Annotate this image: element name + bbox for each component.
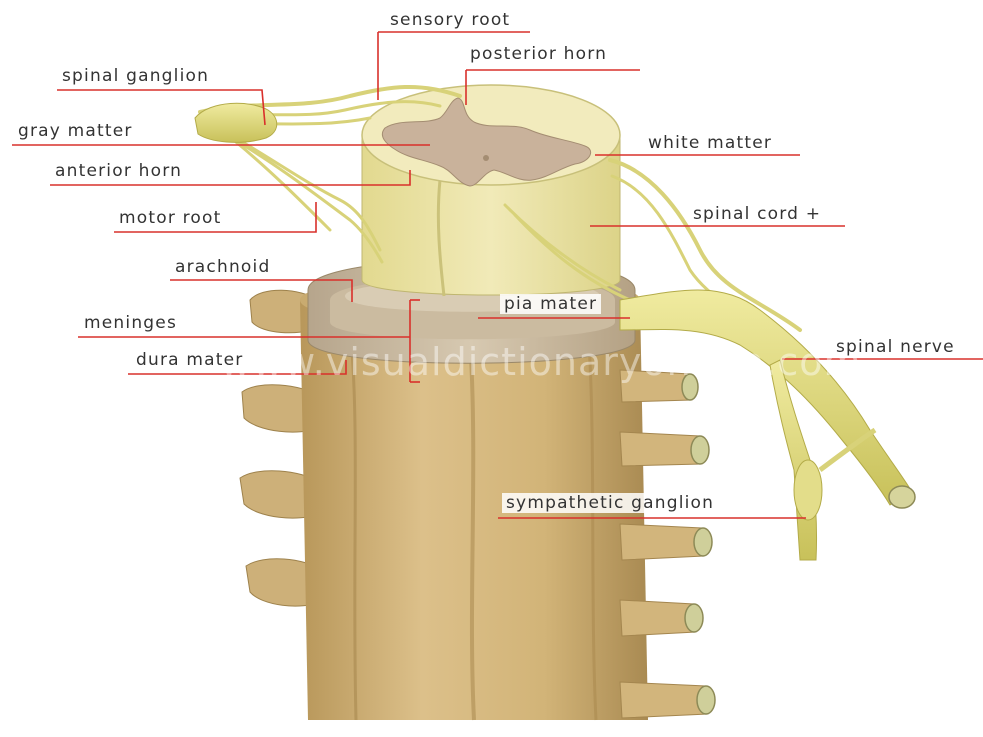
label-motor-root: motor root: [119, 208, 222, 228]
label-spinal-nerve: spinal nerve: [836, 337, 955, 357]
label-spinal-ganglion: spinal ganglion: [62, 66, 209, 86]
label-sympathetic-ganglion: sympathetic ganglion: [502, 493, 718, 513]
spinal-cord-cylinder: [362, 85, 620, 296]
label-dura-mater: dura mater: [136, 350, 243, 370]
label-white-matter: white matter: [648, 133, 772, 153]
label-sensory-root: sensory root: [390, 10, 510, 30]
label-meninges: meninges: [84, 313, 177, 333]
label-anterior-horn: anterior horn: [55, 161, 182, 181]
label-posterior-horn: posterior horn: [470, 44, 607, 64]
label-spinal-cord: spinal cord +: [693, 204, 821, 224]
label-pia-mater: pia mater: [500, 294, 601, 314]
label-arachnoid: arachnoid: [175, 257, 270, 277]
label-gray-matter: gray matter: [18, 121, 133, 141]
watermark-text: www.visualdictionaryonline.com: [220, 340, 862, 384]
